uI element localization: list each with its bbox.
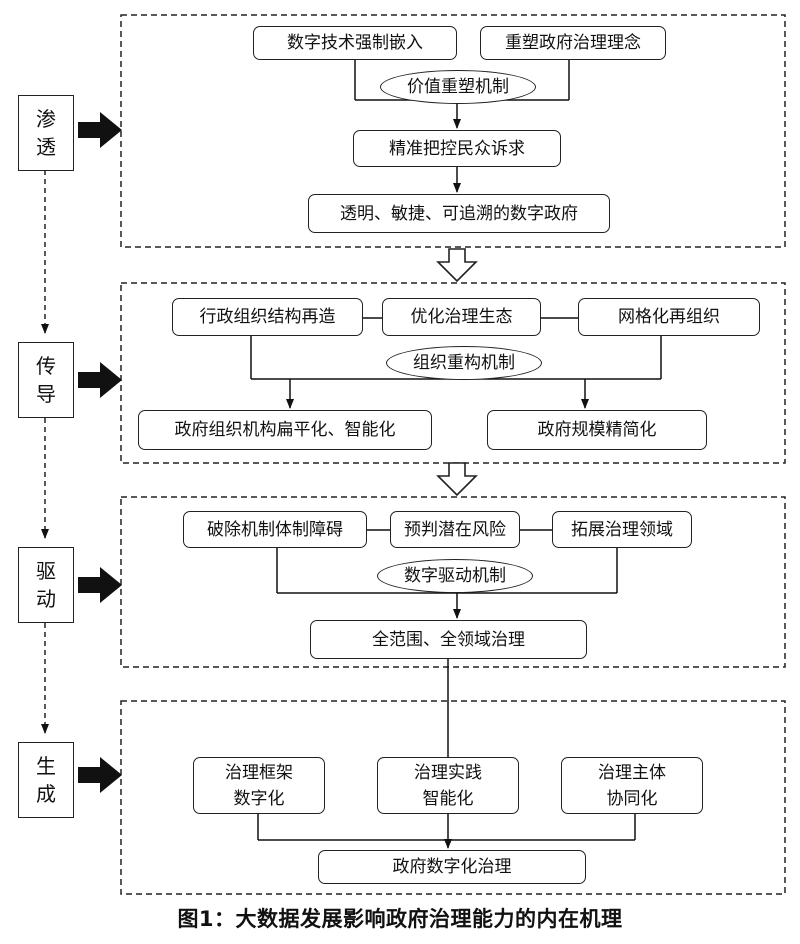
hollow-down-arrow-icon	[436, 248, 478, 283]
stage-generate: 生 成	[18, 742, 74, 818]
hollow-down-arrow-icon	[436, 462, 478, 497]
p3-mechanism-digital-drive: 数字驱动机制	[377, 559, 533, 593]
stage-label-line2: 导	[36, 382, 56, 406]
p2-output-flat-intelligent: 政府组织机构扁平化、智能化	[138, 410, 432, 450]
panel3-connectors	[276, 529, 618, 619]
p4-input-framework-digital: 治理框架 数字化	[193, 757, 325, 814]
stage-label-line1: 生	[36, 754, 56, 778]
p3-input-remove-barriers: 破除机制体制障碍	[183, 511, 367, 548]
p3-input-expand-domain: 拓展治理领域	[552, 511, 692, 548]
thick-arrow-icon	[78, 567, 122, 603]
panel-dashed-frame-4	[120, 700, 786, 895]
p4-output-digital-governance: 政府数字化治理	[318, 850, 586, 884]
panel-dashed-frame-3	[120, 496, 786, 668]
thick-arrow-icon	[78, 362, 122, 398]
p4-subject-line2: 协同化	[606, 788, 658, 809]
p3-output-full-governance: 全范围、全领域治理	[310, 620, 587, 659]
p4-practice-line1: 治理实践	[414, 762, 482, 783]
p4-subject-line1: 治理主体	[598, 762, 666, 783]
stage-to-panel-arrows	[78, 112, 122, 793]
thick-arrow-icon	[78, 757, 122, 793]
stage-label-line2: 透	[36, 135, 56, 159]
stage-label-line2: 动	[36, 587, 56, 611]
p4-framework-line1: 治理框架	[225, 762, 293, 783]
p4-framework-line2: 数字化	[233, 788, 285, 809]
panel-dashed-frame-1	[120, 14, 786, 248]
figure-caption: 图1：大数据发展影响政府治理能力的内在机理	[177, 907, 623, 931]
panel4-connectors	[257, 814, 636, 849]
stage-permeate: 渗 透	[18, 95, 74, 171]
p2-mechanism-org-rebuild: 组织重构机制	[386, 346, 542, 380]
p2-output-streamlined: 政府规模精简化	[487, 410, 707, 450]
stage-label-line1: 驱	[36, 559, 56, 583]
p1-mechanism-value-reshape: 价值重塑机制	[380, 70, 536, 104]
stage-drive: 驱 动	[18, 547, 74, 623]
p1-input-reshape-concept: 重塑政府治理理念	[480, 26, 666, 60]
p3-input-predict-risk: 预判潜在风险	[390, 511, 520, 548]
p4-input-subject-collaborative: 治理主体 协同化	[561, 757, 703, 814]
stage-label-line1: 传	[36, 354, 56, 378]
thick-arrow-icon	[78, 112, 122, 148]
p1-input-tech-embed: 数字技术强制嵌入	[253, 26, 457, 60]
p4-input-practice-intelligent: 治理实践 智能化	[377, 757, 519, 814]
stage-label-line1: 渗	[36, 107, 56, 131]
p4-practice-line2: 智能化	[422, 788, 474, 809]
p1-output-digital-gov: 透明、敏捷、可追溯的数字政府	[308, 194, 610, 233]
p2-input-grid-reorganize: 网格化再组织	[578, 298, 760, 336]
stage-transmit: 传 导	[18, 342, 74, 418]
panel-transition-arrows	[436, 248, 478, 497]
p2-input-org-restructure: 行政组织结构再造	[172, 298, 363, 336]
stage-label-line2: 成	[36, 782, 56, 806]
p2-input-eco-optimize: 优化治理生态	[382, 298, 541, 336]
p1-demand-control: 精准把控民众诉求	[353, 130, 561, 167]
